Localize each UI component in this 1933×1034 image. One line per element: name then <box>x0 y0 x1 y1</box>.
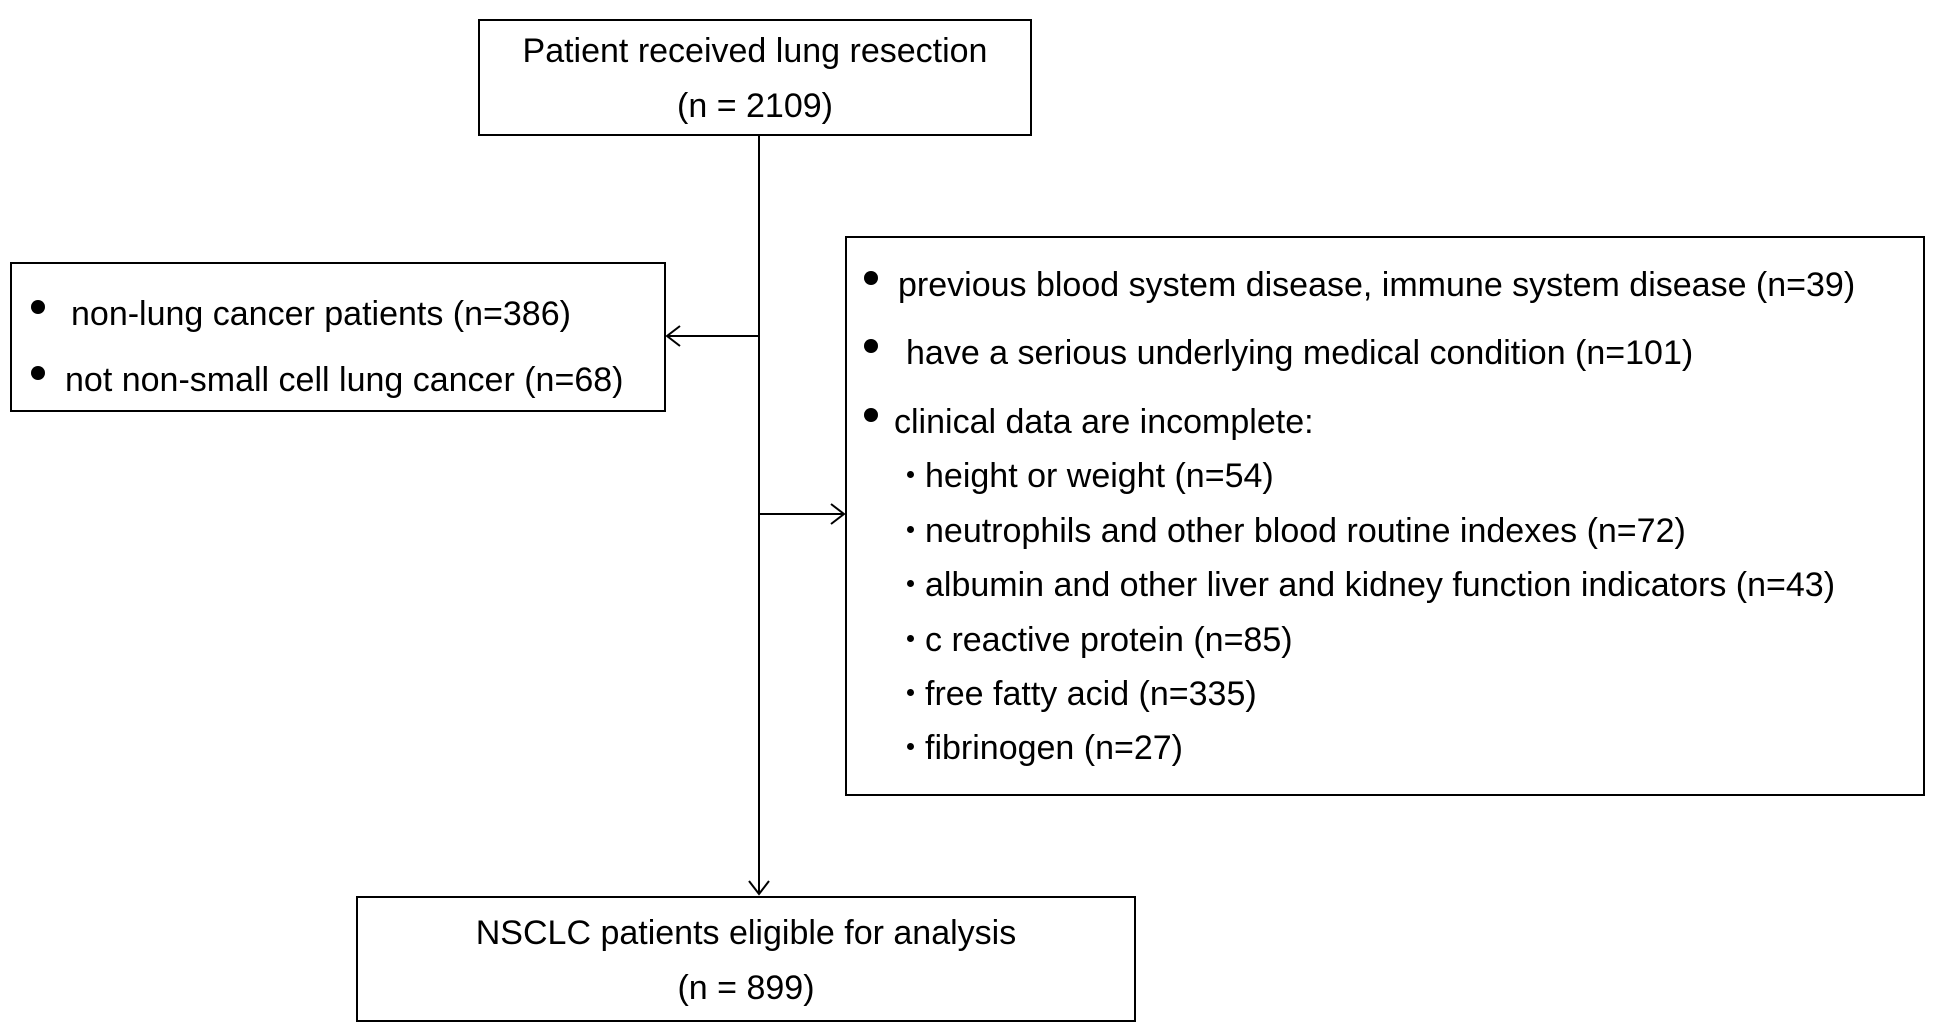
bullet-icon <box>864 271 878 285</box>
exclusion-left-item: non-lung cancer patients (n=386) <box>31 294 571 334</box>
bullet-icon <box>907 471 914 478</box>
final-box: NSCLC patients eligible for analysis (n … <box>356 896 1136 1022</box>
exclusion-right-subitem: fibrinogen (n=27) <box>907 728 1183 768</box>
right-arrowhead <box>830 503 846 525</box>
bullet-icon <box>864 339 878 353</box>
start-title: Patient received lung resection <box>522 32 988 70</box>
bullet-icon <box>907 743 914 750</box>
exclusion-right-item: have a serious underlying medical condit… <box>864 333 1693 373</box>
start-box: Patient received lung resection (n = 210… <box>478 19 1032 136</box>
exclusion-right-item: clinical data are incomplete: <box>864 402 1314 442</box>
exclusion-left-item: not non-small cell lung cancer (n=68) <box>31 360 623 400</box>
exclusion-right-subitem: free fatty acid (n=335) <box>907 674 1257 714</box>
exclusion-right-box: previous blood system disease, immune sy… <box>845 236 1925 796</box>
exclusion-right-subitem: c reactive protein (n=85) <box>907 620 1293 660</box>
bottom-arrowhead <box>748 880 770 896</box>
bullet-icon <box>907 526 914 533</box>
exclusion-right-item: previous blood system disease, immune sy… <box>864 265 1855 305</box>
start-count: (n = 2109) <box>677 87 833 125</box>
final-count: (n = 899) <box>677 969 815 1007</box>
bullet-icon <box>31 300 45 314</box>
exclusion-right-subitem: albumin and other liver and kidney funct… <box>907 565 1835 605</box>
final-title: NSCLC patients eligible for analysis <box>475 914 1017 952</box>
exclusion-right-subitem: height or weight (n=54) <box>907 456 1274 496</box>
bullet-icon <box>864 408 878 422</box>
bullet-icon <box>907 689 914 696</box>
exclusion-left-box: non-lung cancer patients (n=386) not non… <box>10 262 666 412</box>
bullet-icon <box>31 366 45 380</box>
bullet-icon <box>907 580 914 587</box>
exclusion-right-subitem: neutrophils and other blood routine inde… <box>907 511 1686 551</box>
bullet-icon <box>907 635 914 642</box>
left-arrowhead <box>665 325 681 347</box>
